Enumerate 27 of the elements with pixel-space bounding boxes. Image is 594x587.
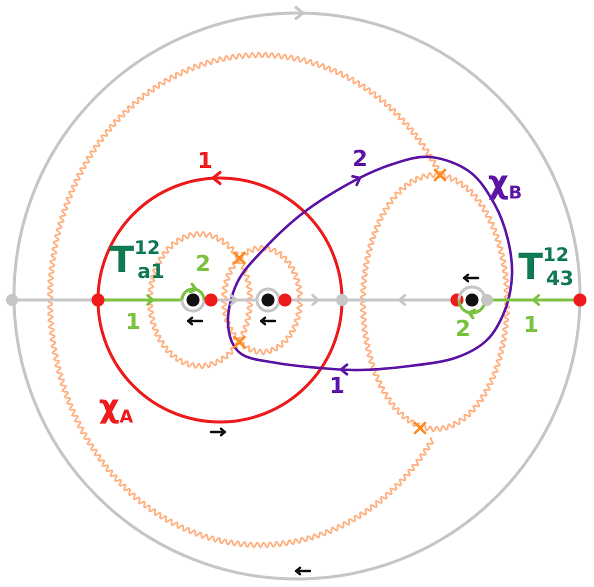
- symbol-label: χ$_{B}$: [488, 166, 522, 198]
- arrow-line: [290, 294, 338, 306]
- dot-icon: [278, 294, 292, 306]
- small-loop: [180, 282, 206, 312]
- number-label: 2: [352, 149, 368, 171]
- dot-icon: [186, 294, 200, 306]
- dot-icon: [481, 294, 493, 306]
- dot-icon: [466, 294, 478, 306]
- number-label: 1: [197, 151, 213, 173]
- dot-icon: [92, 294, 104, 306]
- arrow-line: [103, 294, 182, 306]
- dot-icon: [574, 294, 586, 306]
- dot-icon: [6, 294, 18, 306]
- arrow-line: [346, 294, 452, 306]
- number-label: 1: [523, 315, 539, 337]
- dot-icon: [204, 294, 218, 306]
- dot-icon: [336, 294, 348, 306]
- dot-icon: [450, 294, 464, 306]
- dot-icon: [262, 294, 274, 306]
- number-label: 2: [195, 254, 211, 276]
- arrow-line: [492, 294, 575, 306]
- small-loop: [256, 288, 280, 312]
- symbol-label: χ$_{A}$: [98, 390, 134, 422]
- line: [16, 298, 93, 302]
- number-label: 1: [125, 312, 141, 334]
- number-label: 1: [329, 376, 345, 398]
- number-label: 2: [455, 319, 471, 341]
